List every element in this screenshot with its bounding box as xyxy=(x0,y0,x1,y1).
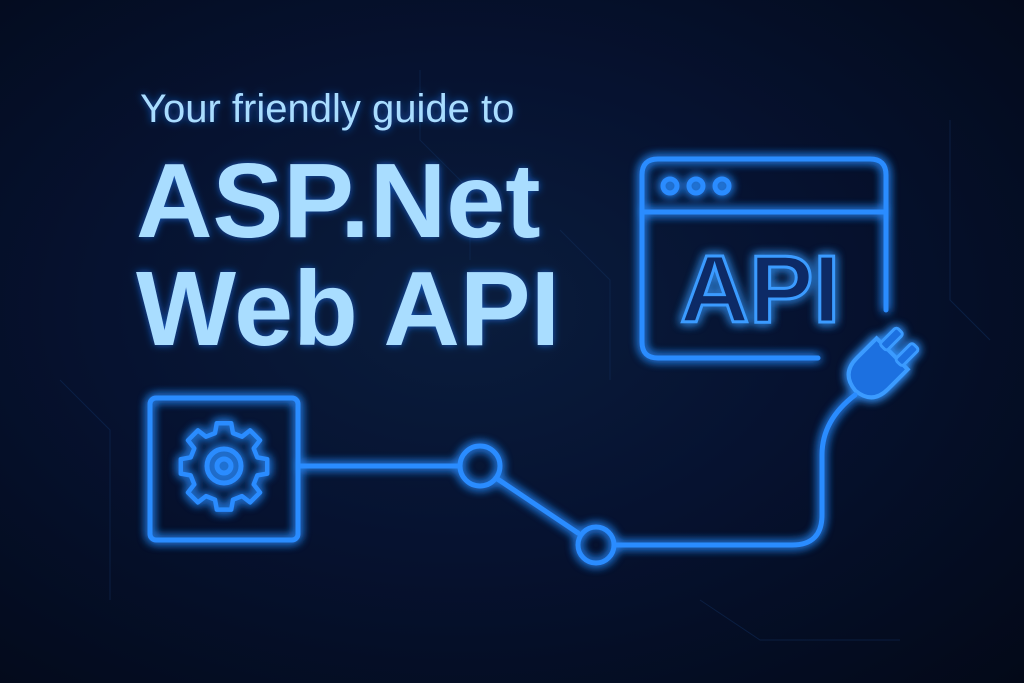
window-dot-icon xyxy=(686,176,706,196)
title-line-1: ASP.Net xyxy=(136,142,541,260)
api-label: API xyxy=(680,236,840,343)
node-circle xyxy=(457,443,503,489)
window-dot-icon xyxy=(712,176,732,196)
background-circuit-lines xyxy=(59,70,991,641)
connector-line xyxy=(493,475,581,536)
settings-gear-icon xyxy=(147,395,301,543)
node-circle xyxy=(575,524,617,566)
api-window-icon: API xyxy=(639,156,889,361)
subtitle: Your friendly guide to xyxy=(140,87,514,131)
plug-icon xyxy=(846,326,920,400)
title-line-2: Web API xyxy=(136,250,560,368)
window-dot-icon xyxy=(660,176,680,196)
cable xyxy=(611,392,858,548)
